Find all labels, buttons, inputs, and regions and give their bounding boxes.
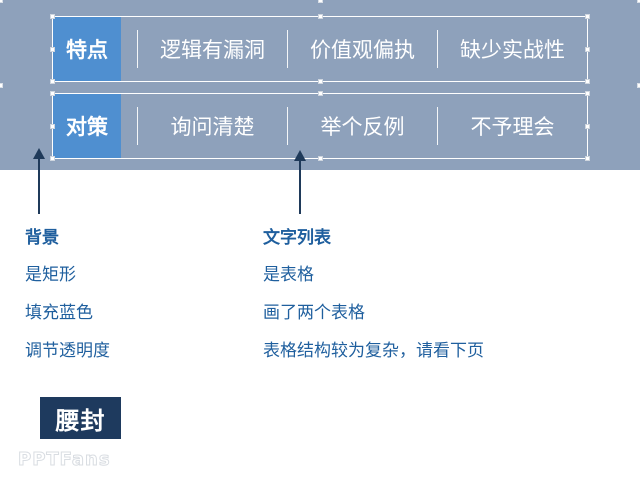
table-handle[interactable]: [318, 91, 323, 96]
cell-divider: [437, 30, 438, 68]
table-handle[interactable]: [318, 14, 323, 19]
table-row: 询问清楚 举个反例 不予理会: [121, 94, 587, 158]
annotation-item: 是表格: [263, 265, 314, 285]
table-handle[interactable]: [585, 124, 590, 129]
arrow-up-icon: [294, 150, 306, 161]
table-handle[interactable]: [50, 14, 55, 19]
table-handle[interactable]: [585, 47, 590, 52]
annotation-item: 表格结构较为复杂，请看下页: [263, 341, 484, 361]
table-handle[interactable]: [585, 156, 590, 161]
table-cell[interactable]: 举个反例: [320, 115, 405, 139]
band-handle-mid-left[interactable]: [0, 83, 3, 88]
annotation-item: 填充蓝色: [25, 303, 93, 323]
cell-divider: [137, 107, 138, 145]
band-handle-mid-right[interactable]: [637, 83, 640, 88]
annotation-item: 调节透明度: [25, 341, 110, 361]
band-handle-top-right[interactable]: [637, 0, 640, 3]
table-characteristics[interactable]: 特点 逻辑有漏洞 价值观偏执 缺少实战性: [50, 14, 590, 84]
table-cell[interactable]: 缺少实战性: [460, 38, 565, 62]
row-label-characteristics: 特点: [53, 17, 121, 81]
table-handle[interactable]: [585, 79, 590, 84]
table-handle[interactable]: [50, 156, 55, 161]
table-handle[interactable]: [318, 156, 323, 161]
row-label-countermeasures: 对策: [53, 94, 121, 158]
arrow-shaft-right: [299, 160, 301, 214]
annotation-item: 是矩形: [25, 265, 76, 285]
table-handle[interactable]: [318, 79, 323, 84]
cell-divider: [287, 30, 288, 68]
band-handle-top-left[interactable]: [0, 0, 3, 3]
table-cell[interactable]: 逻辑有漏洞: [160, 38, 265, 62]
arrow-up-icon: [33, 148, 45, 159]
table-cell[interactable]: 询问清楚: [170, 115, 255, 139]
cell-divider: [287, 107, 288, 145]
band-handle-top-mid[interactable]: [318, 0, 323, 3]
table-handle[interactable]: [585, 14, 590, 19]
cell-divider: [137, 30, 138, 68]
table-handle[interactable]: [585, 91, 590, 96]
table-cell[interactable]: 不予理会: [470, 115, 555, 139]
table-handle[interactable]: [50, 47, 55, 52]
pptfans-watermark: PPTFans: [18, 449, 111, 471]
annotation-background-title: 背景: [25, 228, 59, 248]
belly-band-badge: 腰封: [40, 397, 121, 439]
table-handle[interactable]: [50, 91, 55, 96]
table-handle[interactable]: [50, 79, 55, 84]
annotation-item: 画了两个表格: [263, 303, 365, 323]
table-cell[interactable]: 价值观偏执: [310, 38, 415, 62]
table-handle[interactable]: [50, 124, 55, 129]
arrow-shaft-left: [38, 158, 40, 214]
table-countermeasures[interactable]: 对策 询问清楚 举个反例 不予理会: [50, 91, 590, 161]
table-row: 逻辑有漏洞 价值观偏执 缺少实战性: [121, 17, 587, 81]
annotation-text-list-title: 文字列表: [263, 228, 331, 248]
cell-divider: [437, 107, 438, 145]
